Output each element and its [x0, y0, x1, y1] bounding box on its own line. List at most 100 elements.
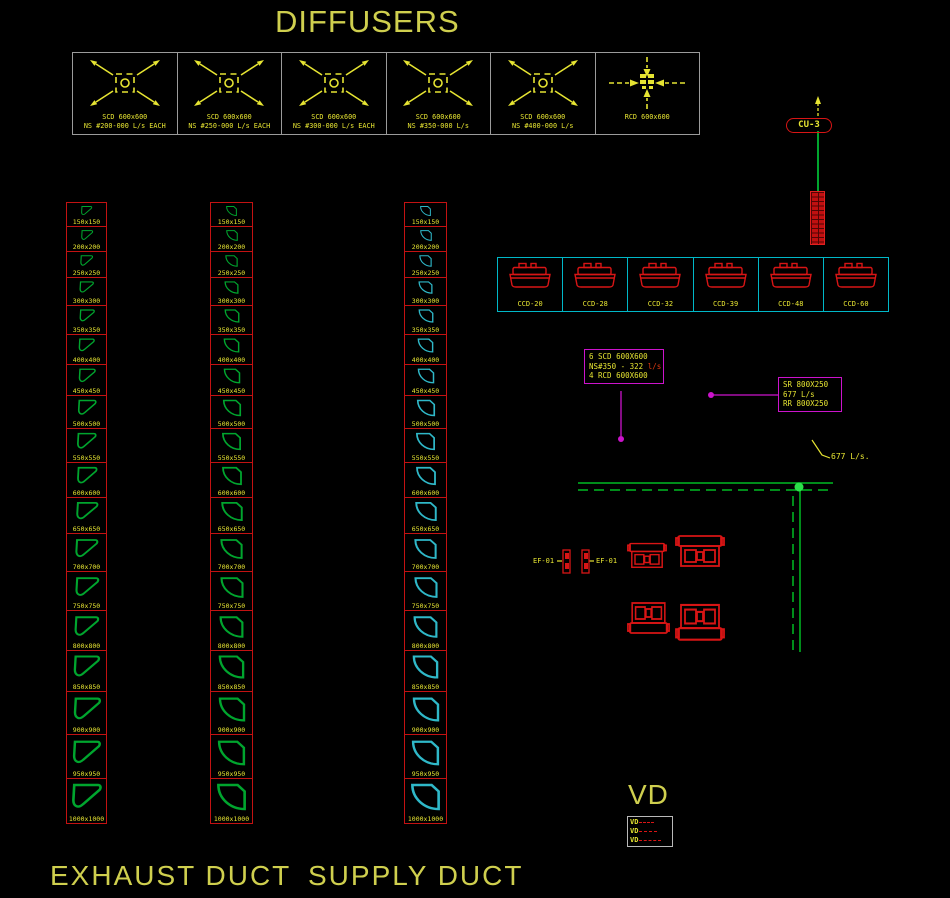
ccd-tag: CCD-20: [517, 300, 543, 308]
duct-elbow-icon: [414, 538, 437, 559]
duct-size-cell: 400x400: [210, 334, 253, 365]
duct-size-cell: 300x300: [404, 277, 447, 306]
duct-size-cell: 350x350: [210, 305, 253, 335]
duct-size-label: 900x900: [72, 726, 101, 734]
duct-size-label: 500x500: [217, 420, 246, 428]
ceiling-fan-unit-icon: [627, 542, 667, 568]
duct-elbow-icon: [419, 254, 432, 267]
duct-elbow-icon: [225, 254, 238, 267]
diffuser-tag: SCD 600x600: [102, 113, 148, 121]
ceiling-fan-unit-icon: [675, 603, 725, 641]
duct-size-label: 450x450: [217, 387, 246, 395]
ceiling-fan-unit-icon: [675, 535, 725, 567]
duct-elbow-icon: [81, 205, 93, 215]
ccd-legend-cell: CCD-20: [498, 258, 564, 311]
duct-size-label: 200x200: [217, 243, 246, 251]
duct-size-label: 1000x1000: [407, 815, 444, 823]
diffuser-flow: NS #300-000 L/s EACH: [292, 121, 375, 130]
duct-size-cell: 950x950: [66, 734, 107, 779]
supply-diffuser-icon: [298, 60, 369, 106]
duct-elbow-icon: [224, 281, 239, 294]
duct-size-label: 800x800: [72, 642, 101, 650]
vd-legend-row: VD: [630, 828, 670, 835]
duct-size-cell: 450x450: [66, 364, 107, 396]
duct-elbow-icon: [80, 229, 93, 240]
duct-elbow-icon: [217, 740, 246, 765]
rcd-legend-cell: RCD 600x600: [596, 53, 700, 134]
duct-size-cell: 900x900: [66, 691, 107, 735]
duct-size-label: 150x150: [217, 218, 246, 226]
duct-elbow-icon: [74, 576, 99, 596]
duct-elbow-icon: [412, 697, 439, 721]
cu3-tag: CU-3: [786, 118, 832, 133]
duct-size-cell: 250x250: [404, 251, 447, 278]
duct-elbow-icon: [73, 655, 101, 677]
duct-size-label: 850x850: [411, 683, 440, 691]
duct-size-cell: 950x950: [404, 734, 447, 779]
duct-size-label: 600x600: [217, 489, 246, 497]
callout-a-line2: NS#350 - 322 l/s: [589, 361, 662, 371]
diffuser-count-callout: 6 SCD 600X600 NS#350 - 322 l/s 4 RCD 600…: [584, 349, 664, 384]
duct-size-label: 750x750: [72, 602, 101, 610]
duct-size-label: 250x250: [217, 269, 246, 277]
duct-elbow-icon: [226, 205, 237, 216]
duct-size-cell: 800x800: [404, 610, 447, 651]
duct-elbow-icon: [225, 229, 238, 241]
duct-elbow-icon: [413, 576, 438, 598]
duct-size-label: 550x550: [72, 454, 101, 462]
duct-size-label: 750x750: [411, 602, 440, 610]
ccd-legend-cell: CCD-48: [759, 258, 824, 311]
duct-elbow-icon: [78, 368, 96, 383]
duct-elbow-icon: [72, 783, 102, 808]
duct-size-cell: 600x600: [66, 462, 107, 498]
vd-label: VD: [630, 827, 639, 835]
vd-legend-row: VD: [630, 837, 670, 844]
duct-size-cell: 300x300: [210, 277, 253, 306]
duct-size-label: 750x750: [217, 602, 246, 610]
duct-elbow-icon: [76, 466, 98, 484]
duct-size-label: 950x950: [72, 770, 101, 778]
vd-label: VD: [630, 818, 639, 826]
supply-duct-title: SUPPLY DUCT: [308, 860, 524, 891]
cassette-unit-icon: [639, 262, 682, 288]
diffuser-tag: RCD 600x600: [624, 113, 670, 121]
duct-size-label: 400x400: [72, 356, 101, 364]
duct-size-cell: 750x750: [66, 571, 107, 611]
duct-size-cell: 1000x1000: [66, 778, 107, 824]
duct-size-label: 450x450: [411, 387, 440, 395]
duct-size-label: 650x650: [411, 525, 440, 533]
duct-elbow-icon: [415, 466, 436, 486]
duct-size-cell: 450x450: [210, 364, 253, 396]
ccd-legend-cell: CCD-32: [628, 258, 694, 311]
duct-size-label: 900x900: [217, 726, 246, 734]
diffuser-flow: NS #400-000 L/s: [512, 121, 574, 130]
duct-size-label: 200x200: [72, 243, 101, 251]
callout-a-anchor-dot: [618, 436, 624, 442]
diffuser-flow: NS #250-000 L/s EACH: [188, 121, 271, 130]
damper-dash-icon: [639, 840, 662, 841]
duct-size-cell: 200x200: [210, 226, 253, 252]
duct-elbow-icon: [219, 615, 244, 638]
duct-size-cell: 450x450: [404, 364, 447, 396]
page-title: DIFFUSERS: [275, 4, 460, 39]
duct-size-cell: 500x500: [404, 395, 447, 429]
fan-unit-3: [627, 597, 670, 639]
duct-size-cell: 950x950: [210, 734, 253, 779]
duct-size-cell: 350x350: [66, 305, 107, 335]
duct-elbow-icon: [412, 655, 439, 679]
duct-size-cell: 500x500: [210, 395, 253, 429]
fan-unit-1: [627, 542, 667, 576]
duct-size-cell: 750x750: [404, 571, 447, 611]
duct-elbow-icon: [219, 576, 244, 598]
diffuser-tag: SCD 600x600: [520, 113, 566, 121]
exhaust-duct-column-2: 150x150 200x200 250x250 300x300 350x350 …: [210, 202, 253, 824]
duct-elbow-icon: [420, 205, 431, 216]
fan-unit-2: [675, 534, 725, 576]
duct-size-label: 300x300: [411, 297, 440, 305]
duct-size-label: 200x200: [411, 243, 440, 251]
